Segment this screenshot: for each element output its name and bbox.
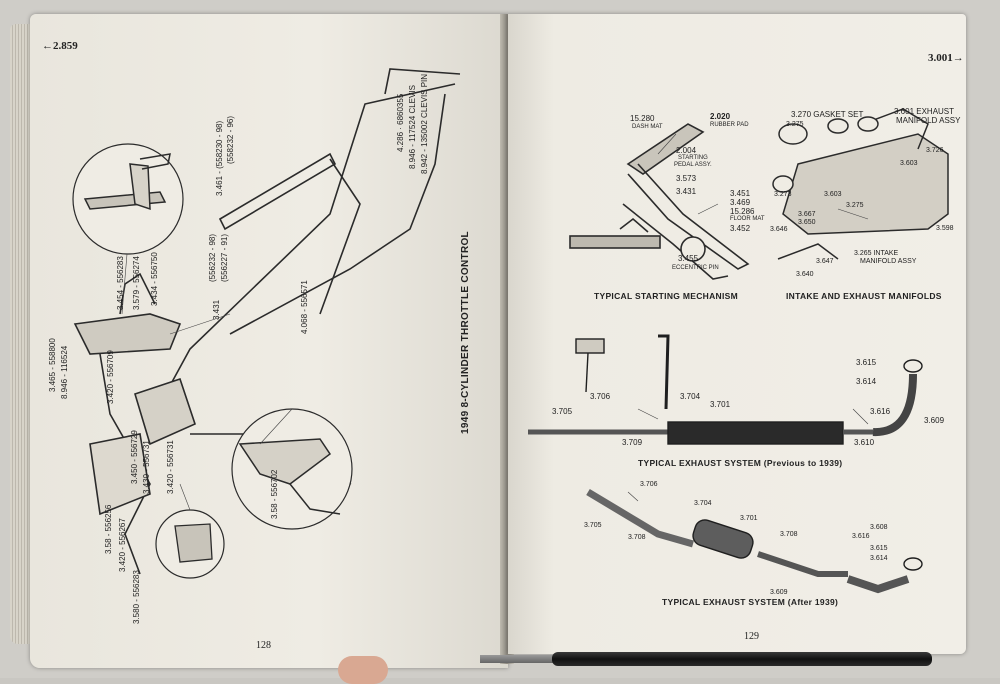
label-2-004: 2.004 <box>676 146 697 155</box>
callout-10: 3.579 - 556274 <box>132 256 141 310</box>
label-3-640: 3.640 <box>796 271 814 278</box>
label-e-3-705: 3.705 <box>552 407 573 416</box>
label-e-3-701: 3.701 <box>710 400 731 409</box>
label-3-601: 3.601 EXHAUST <box>894 107 955 116</box>
label-3-431: 3.431 <box>676 187 697 196</box>
label-3-451: 3.451 <box>730 189 751 198</box>
label-a-3-701: 3.701 <box>740 515 758 522</box>
label-e-3-616: 3.616 <box>870 407 891 416</box>
right-page-diagrams <box>528 108 949 594</box>
label-3-455: 3.455 <box>678 254 699 263</box>
label-3-598: 3.598 <box>936 225 954 232</box>
label-a-3-614: 3.614 <box>870 555 888 562</box>
label-a-3-608: 3.608 <box>870 524 888 531</box>
throttle-control-diagram <box>72 68 461 579</box>
callout-12: 4.068 - 556571 <box>300 280 309 334</box>
callout-20: 3.58 - 556256 <box>104 504 113 554</box>
label-3-452: 3.452 <box>730 224 751 233</box>
label-a-3-616: 3.616 <box>852 533 870 540</box>
label-e-3-614: 3.614 <box>856 377 877 386</box>
label-manifold-assy: MANIFOLD ASSY <box>896 116 961 125</box>
exhaust-after-diagram <box>586 488 923 594</box>
thumb <box>338 656 388 684</box>
callout-16: 3.420 - 556731 <box>166 440 175 494</box>
label-pedal-assy: PEDAL ASSY. <box>674 162 712 168</box>
label-e-3-609: 3.609 <box>924 416 945 425</box>
label-a-3-615: 3.615 <box>870 545 888 552</box>
label-e-3-704: 3.704 <box>680 392 701 401</box>
label-3-275: 3.275 <box>786 121 804 128</box>
caption-manifolds: INTAKE AND EXHAUST MANIFOLDS <box>786 291 942 301</box>
label-3-573: 3.573 <box>676 174 697 183</box>
pen <box>552 652 932 666</box>
label-15-286: 15.286 <box>730 207 755 216</box>
label-3-726: 3.726 <box>926 147 944 154</box>
exhaust-before-diagram <box>528 334 923 445</box>
label-3-469: 3.469 <box>730 198 751 207</box>
callout-11: 3.454 - 556283 <box>116 256 125 310</box>
label-a-3-708-a: 3.708 <box>628 534 646 541</box>
label-3-275-b: 3.275 <box>846 202 864 209</box>
right-section-number: 3.001→ <box>928 52 964 64</box>
label-a-3-708-b: 3.708 <box>780 531 798 538</box>
left-section-number: ←2.859 <box>42 40 78 52</box>
caption-starting: TYPICAL STARTING MECHANISM <box>594 291 738 301</box>
callout-7: (556232 - 98) <box>208 233 217 282</box>
callout-9: 3.434 - 556750 <box>150 252 159 306</box>
callout-19: 3.58 - 556702 <box>270 469 279 519</box>
callout-8: (556227 - 91) <box>220 233 229 282</box>
label-dash-mat: DASH MAT <box>632 124 663 130</box>
label-3-646: 3.646 <box>770 226 788 233</box>
label-a-3-706: 3.706 <box>640 481 658 488</box>
callout-14: 8.946 - 116524 <box>60 345 69 399</box>
label-a-3-609: 3.609 <box>770 589 788 596</box>
label-a-3-705: 3.705 <box>584 522 602 529</box>
callout-5: (558232 - 96) <box>226 115 235 164</box>
label-a-3-704: 3.704 <box>694 500 712 507</box>
callout-6: 3.431 <box>212 299 221 320</box>
label-starting: STARTING <box>678 155 708 161</box>
right-page-number: 129 <box>744 631 759 642</box>
manifolds-diagram <box>772 108 949 260</box>
label-e-3-709: 3.709 <box>622 438 643 447</box>
right-page: 3.001→ 15.280 DASH MAT 2.020 RUBBER PAD … <box>508 14 966 654</box>
callout-18: 3.430 - 556731 <box>142 440 151 494</box>
callout-4: 3.461 - (558230 - 98) <box>215 120 224 196</box>
callout-15: 3.420 - 556709 <box>106 350 115 404</box>
label-3-667: 3.667 <box>798 211 816 218</box>
pen-cap <box>480 655 560 663</box>
label-2-020: 2.020 <box>710 112 731 121</box>
page-stack-edge <box>10 24 32 644</box>
label-e-3-610: 3.610 <box>854 438 875 447</box>
label-15-280: 15.280 <box>630 114 655 123</box>
label-e-3-615: 3.615 <box>856 358 877 367</box>
left-caption: 1949 8-CYLINDER THROTTLE CONTROL <box>460 231 471 434</box>
label-3-273: 3.273 <box>774 191 792 198</box>
left-page: ←2.859 1949 8-CYLINDER THROTTLE CONTROL … <box>30 14 508 668</box>
callout-13: 3.465 - 558800 <box>48 338 57 392</box>
caption-exhaust-after: TYPICAL EXHAUST SYSTEM (After 1939) <box>662 597 839 607</box>
label-intake-manifold-assy: MANIFOLD ASSY <box>860 258 917 265</box>
callout-21: 3.420 - 556267 <box>118 518 127 572</box>
label-3-603-b: 3.603 <box>824 191 842 198</box>
label-eccentric-pin: ECCENTRIC PIN <box>672 265 719 271</box>
callout-1: 4.286 · 6860355 <box>396 93 405 152</box>
label-rubber-pad: RUBBER PAD <box>710 122 749 128</box>
callout-3: 8.942 - 135002 CLEVIS PIN <box>420 73 429 174</box>
label-e-3-706: 3.706 <box>590 392 611 401</box>
label-3-603-a: 3.603 <box>900 160 918 167</box>
callout-17: 3.450 - 556729 <box>130 430 139 484</box>
label-3-647: 3.647 <box>816 258 834 265</box>
caption-exhaust-before: TYPICAL EXHAUST SYSTEM (Previous to 1939… <box>638 458 843 468</box>
starting-mechanism-diagram <box>569 123 750 280</box>
label-3-265: 3.265 INTAKE <box>854 250 899 257</box>
callout-2: 8.946 - 117524 CLEVIS <box>408 85 417 169</box>
label-floor-mat: FLOOR MAT <box>730 216 765 222</box>
callout-22: 3.580 - 556283 <box>132 570 141 624</box>
left-page-number: 128 <box>256 640 271 651</box>
label-3-270: 3.270 GASKET SET <box>791 110 864 119</box>
label-3-650: 3.650 <box>798 219 816 226</box>
